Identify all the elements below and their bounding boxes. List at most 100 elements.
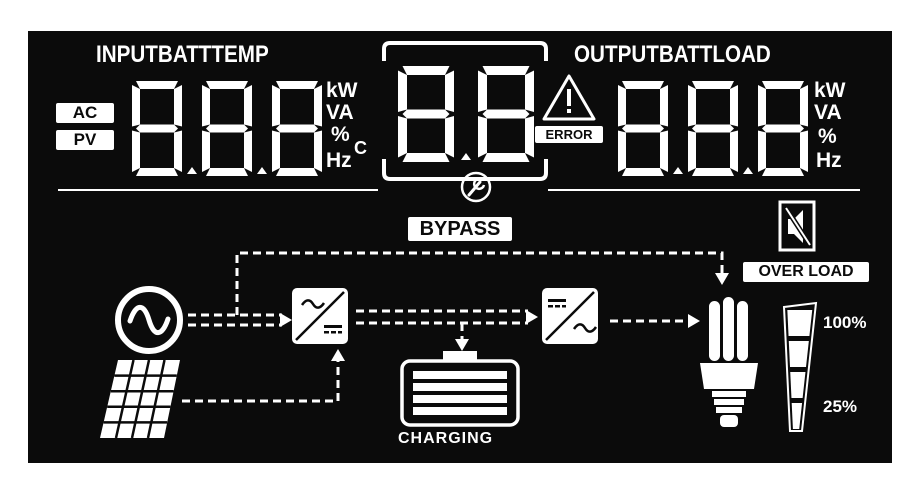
- decimal-point: [461, 153, 471, 160]
- segment: [688, 130, 696, 172]
- warning-icon: [542, 74, 596, 121]
- segment: [482, 109, 530, 119]
- decimal-point: [257, 167, 267, 174]
- overload-label: OVER LOAD: [743, 262, 869, 282]
- segment: [478, 116, 487, 158]
- segment: [398, 116, 407, 158]
- output-section-title: OUTPUTBATTLOAD: [574, 41, 771, 68]
- segment: [402, 153, 450, 162]
- segment: [206, 81, 248, 89]
- input-unit-percent: %: [331, 123, 350, 146]
- segment: [692, 81, 734, 89]
- pv-source-label: PV: [56, 130, 114, 150]
- load-level-segment: [790, 372, 806, 398]
- load-level-segment: [788, 341, 809, 367]
- output-digits: [618, 81, 808, 176]
- output-unit-hz: Hz: [816, 149, 842, 172]
- segment: [272, 130, 280, 172]
- segment: [688, 85, 696, 127]
- segment: [202, 85, 210, 127]
- segment: [660, 130, 668, 172]
- segment: [202, 130, 210, 172]
- segment: [244, 85, 252, 127]
- segment: [478, 70, 487, 112]
- segment: [762, 81, 804, 89]
- mute-icon: [778, 200, 816, 252]
- error-label: ERROR: [535, 126, 603, 143]
- input-unit-kw: kW: [326, 79, 358, 102]
- segment: [445, 116, 454, 158]
- segment: [132, 130, 140, 172]
- segment: [482, 66, 530, 75]
- segment: [758, 85, 766, 127]
- flow-lines: [182, 251, 724, 403]
- segment: [618, 85, 626, 127]
- segment: [314, 130, 322, 172]
- segment: [692, 124, 734, 133]
- input-underline: [58, 189, 378, 191]
- load-level-segment: [791, 403, 803, 429]
- wrench-icon: [460, 171, 492, 203]
- lcd-display: INPUTBATTTEMP OUTPUTBATTLOAD AC PV kW VA…: [28, 31, 892, 463]
- segment: [276, 81, 318, 89]
- segment: [762, 124, 804, 133]
- input-unit-c: C: [354, 138, 367, 158]
- decimal-point: [187, 167, 197, 174]
- segment: [800, 130, 808, 172]
- ac-dc-converter-icon: [292, 288, 348, 344]
- segment: [622, 124, 664, 133]
- segment: [622, 168, 664, 176]
- segment: [276, 168, 318, 176]
- segment: [482, 153, 530, 162]
- bulb-icon: [700, 297, 758, 427]
- segment: [136, 124, 178, 133]
- segment: [800, 85, 808, 127]
- segment: [136, 168, 178, 176]
- segment: [314, 85, 322, 127]
- center-digits: [398, 66, 534, 162]
- segment: [244, 130, 252, 172]
- segment: [762, 168, 804, 176]
- segment: [758, 130, 766, 172]
- segment: [136, 81, 178, 89]
- segment: [622, 81, 664, 89]
- segment: [206, 168, 248, 176]
- segment: [276, 124, 318, 133]
- bypass-label: BYPASS: [408, 217, 512, 241]
- charging-label: CHARGING: [398, 430, 494, 447]
- segment: [402, 109, 450, 119]
- decimal-point: [673, 167, 683, 174]
- segment: [272, 85, 280, 127]
- segment: [525, 116, 534, 158]
- load-level-bar: [782, 301, 818, 432]
- load-label-25: 25%: [823, 397, 858, 416]
- load-label-100: 100%: [823, 313, 867, 332]
- input-digits: [132, 81, 322, 176]
- flow-arrows: [280, 273, 729, 361]
- lcd-graphics: [100, 41, 818, 439]
- segment: [730, 85, 738, 127]
- output-unit-percent: %: [818, 125, 837, 148]
- dc-ac-inverter-icon: [542, 288, 598, 344]
- ac-source-icon: [115, 286, 183, 354]
- segment: [730, 130, 738, 172]
- battery-icon: [400, 351, 520, 427]
- segment: [206, 124, 248, 133]
- output-unit-kw: kW: [814, 79, 846, 102]
- load-level-segment: [787, 310, 813, 336]
- segment: [660, 85, 668, 127]
- solar-panel-icon: [100, 359, 180, 439]
- segment: [618, 130, 626, 172]
- ac-source-label: AC: [56, 103, 114, 123]
- segment: [174, 130, 182, 172]
- segment: [692, 168, 734, 176]
- input-section-title: INPUTBATTTEMP: [96, 41, 269, 68]
- segment-digits: [132, 66, 808, 176]
- segment: [445, 70, 454, 112]
- segment: [398, 70, 407, 112]
- segment: [402, 66, 450, 75]
- segment: [174, 85, 182, 127]
- segment: [132, 85, 140, 127]
- input-unit-va: VA: [326, 101, 354, 124]
- segment: [525, 70, 534, 112]
